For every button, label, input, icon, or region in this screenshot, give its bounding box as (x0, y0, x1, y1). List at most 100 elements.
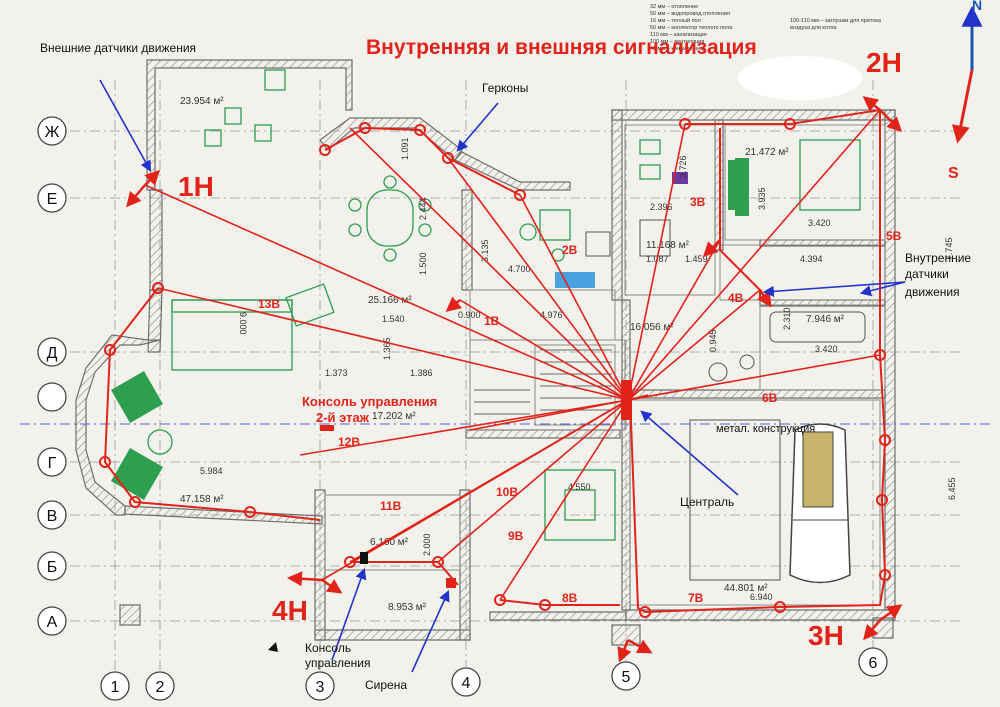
svg-text:47.158 м²: 47.158 м² (180, 494, 224, 505)
pipe-legend: 32 мм – отопление 50 мм – водопровод ото… (650, 4, 882, 52)
svg-text:4.700: 4.700 (508, 264, 531, 274)
svg-text:1: 1 (111, 679, 120, 696)
siren-box (446, 578, 456, 588)
central-panel (621, 380, 632, 420)
console-2nd-label-1: Консоль управления (302, 394, 437, 409)
svg-text:5: 5 (622, 669, 631, 686)
svg-text:16 мм – теплый пол: 16 мм – теплый пол (650, 17, 701, 24)
svg-text:2.000: 2.000 (422, 533, 432, 556)
redaction-blur (738, 56, 862, 100)
axis-col-4: 4 (451, 667, 481, 697)
column-axis-markers: 1 2 3 4 5 6 (100, 647, 888, 701)
svg-text:3.935: 3.935 (757, 187, 767, 210)
console-label-2: управления (305, 656, 370, 670)
zone-3n: 3Н (808, 620, 844, 651)
zone-12v: 12В (338, 435, 360, 449)
svg-text:4: 4 (462, 675, 471, 692)
reed-switch-markers (99, 118, 891, 618)
svg-text:Б: Б (47, 559, 58, 576)
metal-structure-label: метал. конструкция (716, 423, 815, 435)
indoor-sensors-label-3: движения (905, 285, 960, 299)
zone-1v: 1В (484, 314, 500, 328)
svg-text:9.000: 9.000 (238, 312, 248, 335)
svg-text:2: 2 (156, 679, 165, 696)
svg-text:11.168 м²: 11.168 м² (646, 240, 689, 251)
siren-label: Сирена (365, 678, 407, 692)
indoor-sensors-label-2: датчики (905, 267, 949, 281)
svg-text:16.056 м²: 16.056 м² (630, 322, 674, 333)
svg-text:7.745: 7.745 (944, 237, 954, 260)
svg-text:110 мм – канализация: 110 мм – канализация (650, 32, 707, 38)
annotations: Внешние датчики движения Герконы Внутрен… (40, 41, 971, 692)
zone-3v: 3В (690, 195, 706, 209)
compass-south-label: S (948, 165, 959, 182)
dimensions: 1.091 2.444 3.135 1.500 1.365 1.540 1.37… (200, 137, 957, 602)
svg-text:17.202 м²: 17.202 м² (372, 411, 416, 422)
zone-1n: 1Н (178, 171, 214, 202)
svg-text:2.310: 2.310 (782, 307, 792, 330)
svg-text:1.373: 1.373 (325, 368, 348, 378)
axis-row-b: Б (37, 551, 67, 581)
zone-2n: 2Н (866, 47, 902, 78)
fixtures (585, 219, 866, 382)
reed-switches-label: Герконы (482, 81, 528, 95)
axis-row-zh: Ж (37, 116, 67, 146)
axis-col-3: 3 (305, 671, 335, 701)
svg-text:Е: Е (47, 191, 58, 208)
svg-text:1.386: 1.386 (410, 368, 433, 378)
axis-row-g: Г (37, 447, 67, 477)
axis-row-a: А (37, 606, 67, 636)
svg-text:6.160 м²: 6.160 м² (370, 537, 409, 548)
svg-text:1.540: 1.540 (382, 314, 405, 324)
svg-text:100 мм – вентиляция: 100 мм – вентиляция (650, 39, 704, 45)
axis-row-v: В (37, 500, 67, 530)
diagram-title: Внутренняя и внешняя сигнализация (366, 36, 757, 59)
axis-col-1: 1 (100, 671, 130, 701)
svg-text:Г: Г (48, 455, 57, 472)
indoor-zone-labels: 1В 2В 3В 4В 5В 6В 7В 8В 9В 10В 11В 12В 1… (258, 195, 902, 605)
svg-text:50 мм – водопровод отопления: 50 мм – водопровод отопления (650, 11, 730, 17)
alarm-loops (103, 108, 887, 613)
svg-text:2.396: 2.396 (650, 202, 673, 212)
outdoor-sensor-arrows (126, 96, 903, 663)
annotation-pointers (99, 79, 906, 673)
svg-text:4.976: 4.976 (540, 310, 563, 320)
svg-text:25.166 м²: 25.166 м² (368, 295, 412, 306)
axis-row-empty (37, 382, 67, 412)
console-2nd-label-2: 2-й этаж (316, 410, 370, 425)
outdoor-zone-labels: 1Н 2Н 3Н 4Н (178, 47, 902, 651)
zone-2v: 2В (562, 243, 578, 257)
compass-north-label: N (972, 0, 982, 13)
zone-4v: 4В (728, 291, 744, 305)
console-2nd-floor (320, 425, 334, 431)
axis-col-5: 5 (611, 661, 641, 691)
room-areas: 23.954 м² 25.166 м² 21.472 м² 11.168 м² … (180, 96, 845, 613)
signal-rays (144, 109, 881, 601)
svg-text:50 мм – коллектор теплого пола: 50 мм – коллектор теплого пола (650, 25, 733, 31)
axis-row-e: Е (37, 183, 67, 213)
svg-text:воздуха для котла: воздуха для котла (790, 25, 837, 31)
outdoor-sensors-label: Внешние датчики движения (40, 41, 196, 55)
axis-col-2: 2 (145, 671, 175, 701)
zone-9v: 9В (508, 529, 524, 543)
central-label: Централь (680, 495, 734, 509)
svg-text:100-110 мм – заглушки для прит: 100-110 мм – заглушки для притока (790, 18, 882, 24)
svg-text:6: 6 (869, 655, 878, 672)
svg-text:3.420: 3.420 (808, 218, 831, 228)
svg-text:2.444: 2.444 (418, 197, 428, 220)
zone-7v: 7В (688, 591, 704, 605)
svg-text:Ж: Ж (45, 124, 60, 141)
console-label-1: Консоль (305, 641, 351, 655)
zone-10v: 10В (496, 485, 518, 499)
svg-text:4.394: 4.394 (800, 254, 823, 264)
svg-text:3.135: 3.135 (480, 239, 490, 262)
svg-text:8.953 м²: 8.953 м² (388, 602, 427, 613)
svg-text:3: 3 (316, 679, 325, 696)
svg-text:1.365: 1.365 (382, 337, 392, 360)
svg-text:1.091: 1.091 (400, 137, 410, 160)
svg-text:0.945: 0.945 (708, 329, 718, 352)
compass: N S (948, 0, 983, 182)
console-1st-floor (360, 552, 368, 564)
zone-6v: 6В (762, 391, 778, 405)
